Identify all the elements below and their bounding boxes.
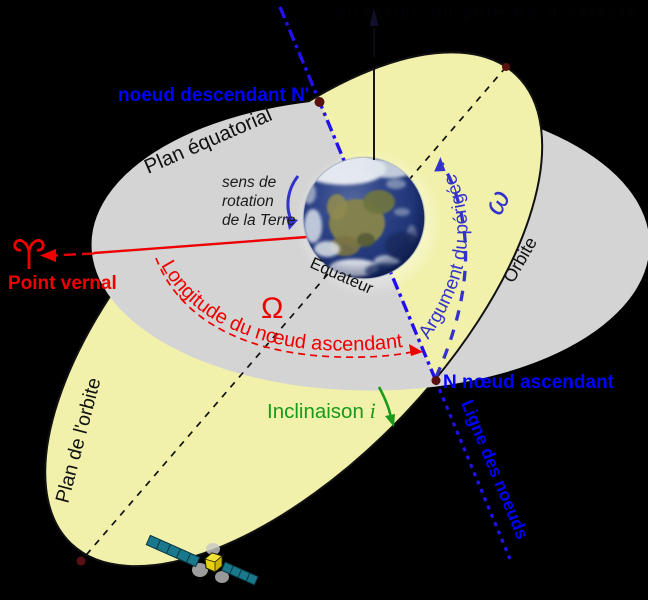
svg-text:N nœud ascendant: N nœud ascendant bbox=[443, 372, 615, 393]
svg-text:de la Terre: de la Terre bbox=[222, 212, 296, 229]
svg-text:Inclinaison i: Inclinaison i bbox=[267, 398, 376, 423]
svg-text:Point vernal: Point vernal bbox=[8, 273, 117, 294]
svg-text:sens de: sens de bbox=[222, 174, 277, 191]
svg-text:noeud descendant N': noeud descendant N' bbox=[118, 85, 309, 106]
svg-text:direction du pôle Nord céleste: direction du pôle Nord céleste bbox=[336, 5, 636, 22]
svg-text:rotation: rotation bbox=[222, 193, 274, 210]
svg-text:Ω: Ω bbox=[261, 292, 283, 325]
